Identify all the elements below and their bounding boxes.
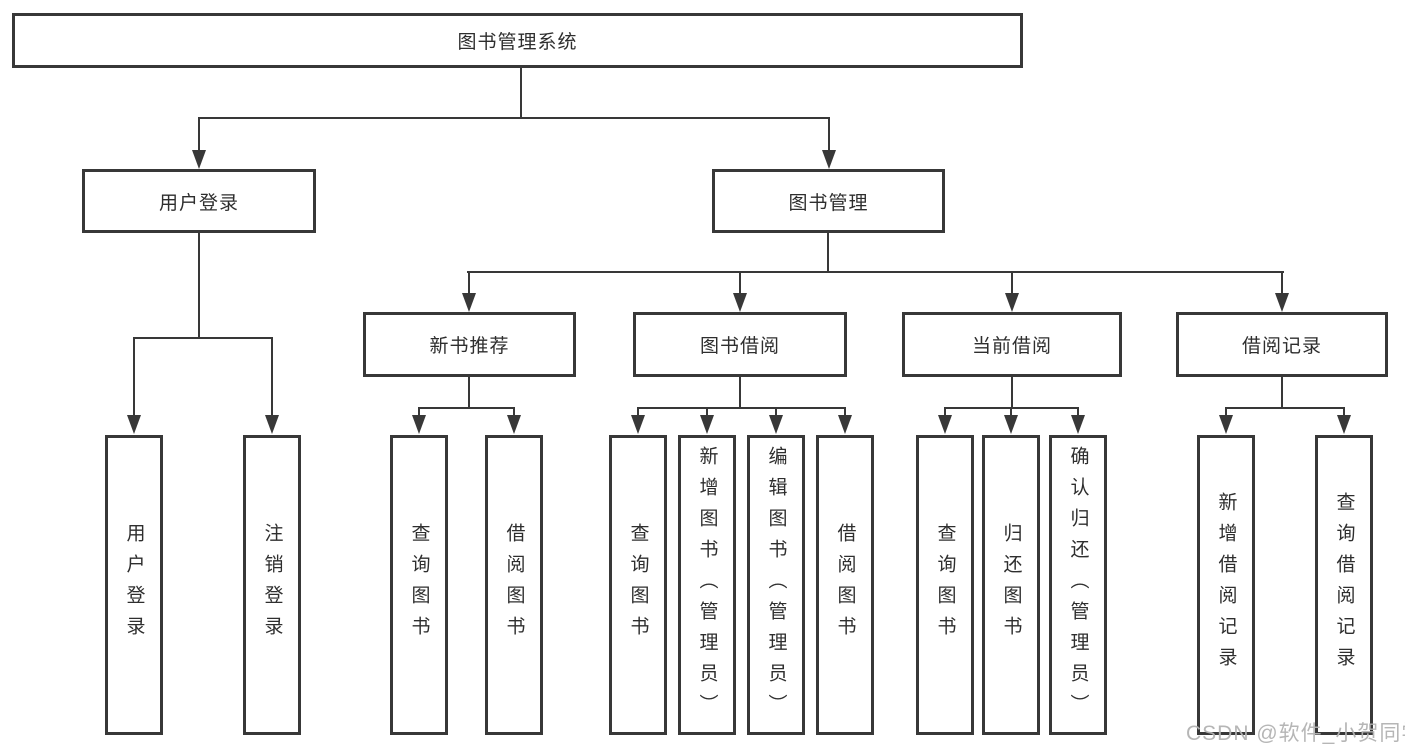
node-label: 图书借阅 [699,336,780,357]
connector-stem [844,407,846,417]
connector-group-horizontal [637,407,846,409]
connector-root-stem [520,66,522,119]
leaf-label: 查询借阅记录 [1333,492,1355,678]
node-label: 新书推荐 [429,336,510,357]
connector-stem [198,117,200,152]
leaf-query-borrow-record: 查询借阅记录 [1315,435,1373,735]
leaf-add-books-admin: 新增图书（管理员） [678,435,736,735]
connector-group-horizontal [1225,407,1345,409]
connector-stem [133,337,135,417]
leaf-confirm-return-admin: 确认归还（管理员） [1049,435,1107,735]
arrow-down-icon [733,293,747,312]
arrow-down-icon [1337,415,1351,434]
connector-stem [1281,375,1283,409]
leaf-borrow-books: 借阅图书 [816,435,874,735]
connector-stem [706,407,708,417]
connector-stem [1281,271,1283,296]
arrow-down-icon [838,415,852,434]
leaf-label: 编辑图书（管理员） [765,445,787,725]
node-user-login-branch: 用户登录 [82,169,316,233]
connector-group-horizontal [133,337,273,339]
connector-stem [739,375,741,409]
leaf-label: 新增借阅记录 [1215,492,1237,678]
connector-stem [637,407,639,417]
leaf-label: 用户登录 [123,523,145,647]
connector-stem [1077,407,1079,417]
arrow-down-icon [1219,415,1233,434]
connector-stem [468,375,470,409]
node-label: 图书管理 [788,192,869,214]
leaf-label: 注销登录 [261,523,283,647]
arrow-down-icon [938,415,952,434]
leaf-user-login: 用户登录 [105,435,163,735]
arrow-down-icon [1005,293,1019,312]
connector-stem [1011,375,1013,409]
leaf-label: 确认归还（管理员） [1067,445,1089,725]
arrow-down-icon [1004,415,1018,434]
node-label: 用户登录 [158,192,239,214]
node-label: 图书管理系统 [457,32,578,53]
arrow-down-icon [1275,293,1289,312]
connector-stem [944,407,946,417]
leaf-label: 查询图书 [934,523,956,647]
leaf-label: 新增图书（管理员） [696,445,718,725]
node-label: 借阅记录 [1241,336,1322,357]
connector-level2-horizontal [467,271,1284,273]
arrow-down-icon [462,293,476,312]
connector-group-horizontal [418,407,515,409]
arrow-down-icon [265,415,279,434]
leaf-label: 查询图书 [627,523,649,647]
connector-level1-horizontal [198,117,830,119]
connector-stem [1225,407,1227,417]
leaf-query-books-recommend: 查询图书 [390,435,448,735]
arrow-down-icon [631,415,645,434]
connector-stem [1010,407,1012,417]
arrow-down-icon [1071,415,1085,434]
connector-stem [775,407,777,417]
leaf-add-borrow-record: 新增借阅记录 [1197,435,1255,735]
connector-stem [739,271,741,296]
node-book-management-branch: 图书管理 [712,169,945,233]
connector-stem [828,117,830,152]
node-current-borrowing: 当前借阅 [902,312,1122,377]
connector-stem [1011,271,1013,296]
node-book-borrowing: 图书借阅 [633,312,847,377]
connector-stem [468,271,470,296]
connector-stem [1343,407,1345,417]
arrow-down-icon [192,150,206,169]
connector-stem [418,407,420,417]
leaf-label: 查询图书 [408,523,430,647]
leaf-borrow-books-recommend: 借阅图书 [485,435,543,735]
connector-stem [513,407,515,417]
arrow-down-icon [412,415,426,434]
arrow-down-icon [700,415,714,434]
leaf-label: 借阅图书 [834,523,856,647]
arrow-down-icon [822,150,836,169]
leaf-label: 归还图书 [1000,523,1022,647]
node-label: 当前借阅 [971,336,1052,357]
connector-stem [827,231,829,273]
connector-stem [271,337,273,417]
leaf-query-books-borrow: 查询图书 [609,435,667,735]
leaf-edit-books-admin: 编辑图书（管理员） [747,435,805,735]
leaf-query-books-current: 查询图书 [916,435,974,735]
node-borrowing-records: 借阅记录 [1176,312,1388,377]
leaf-return-books: 归还图书 [982,435,1040,735]
node-library-management-system: 图书管理系统 [12,13,1023,68]
connector-stem [198,231,200,339]
arrow-down-icon [769,415,783,434]
node-new-book-recommendation: 新书推荐 [363,312,576,377]
arrow-down-icon [507,415,521,434]
leaf-logout: 注销登录 [243,435,301,735]
leaf-label: 借阅图书 [503,523,525,647]
arrow-down-icon [127,415,141,434]
csdn-watermark: CSDN @软件_小贺同学 [1186,722,1405,745]
